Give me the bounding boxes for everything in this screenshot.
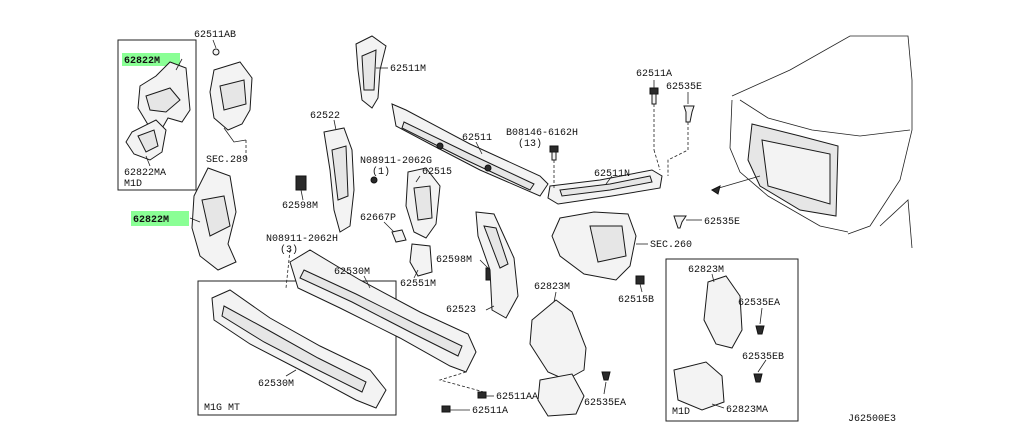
bracket-62667p	[391, 229, 407, 243]
label-62535e-mid: 62535E	[704, 217, 740, 228]
clip-62535ea-box	[755, 325, 765, 335]
diagram-code: J62500E3	[848, 414, 896, 425]
m1d-top-box	[117, 39, 197, 191]
lock-62515	[370, 167, 441, 239]
support-62511n	[547, 169, 663, 205]
clip-62535eb	[753, 373, 763, 383]
label-62511n: 62511N	[594, 169, 630, 180]
label-62523: 62523	[446, 305, 476, 316]
label-62511: 62511	[462, 133, 492, 144]
clip-62598m-left	[295, 175, 307, 191]
clip-62535ea-bottom	[601, 371, 611, 381]
headlamp-sec260	[551, 211, 637, 281]
car-front-illustration	[711, 35, 913, 249]
clip-62535e-mid	[673, 215, 687, 229]
duct-62822ma-top	[125, 119, 167, 161]
label-62551m: 62551M	[400, 279, 436, 290]
bracket-62551m	[409, 243, 433, 277]
screw-08146	[549, 145, 559, 161]
label-62535eb: 62535EB	[742, 352, 784, 363]
label-m1g-mt: M1G MT	[204, 403, 240, 414]
bolt-62515b	[635, 275, 645, 285]
label-62822m-mid: 62822M	[133, 215, 169, 226]
label-62511aa: 62511AA	[496, 392, 538, 403]
m1d-box-right	[665, 258, 799, 422]
bolt-62511a-bottom	[441, 405, 451, 413]
label-62823ma: 62823MA	[726, 405, 768, 416]
bolt-62511a-top	[649, 87, 659, 105]
label-62511a-bottom: 62511A	[472, 406, 508, 417]
label-62822m-top: 62822M	[124, 56, 160, 67]
label-62522: 62522	[310, 111, 340, 122]
label-62511m: 62511M	[390, 64, 426, 75]
label-62598m-left: 62598M	[282, 201, 318, 212]
bolt-62511aa	[477, 391, 487, 399]
label-08146-qty: (13)	[518, 138, 542, 150]
label-62511ab: 62511AB	[194, 30, 236, 41]
label-62667p: 62667P	[360, 213, 396, 224]
support-lower-62530m	[289, 249, 477, 373]
label-62530m-box: 62530M	[258, 379, 294, 390]
label-08911-2062h: N08911-2062H	[266, 234, 338, 245]
duct-62823m-box	[703, 275, 743, 349]
duct-62822m-top	[137, 61, 191, 133]
clip-62535e-top	[683, 105, 695, 123]
highlight-62822m-mid	[131, 211, 189, 226]
label-08911-2062g-qty: (1)	[372, 166, 390, 178]
label-62515: 62515	[422, 167, 452, 178]
support-lower-62530m-mt	[211, 289, 387, 409]
bracket-62511m	[355, 35, 387, 109]
duct-62822m-mid	[191, 167, 237, 271]
label-08911-2062g: N08911-2062G	[360, 156, 432, 167]
label-62535e-top: 62535E	[666, 82, 702, 93]
label-08146-6162h: B08146-6162H	[506, 128, 578, 139]
label-62515b: 62515B	[618, 295, 654, 306]
label-62511a-top: 62511A	[636, 69, 672, 80]
bracket-62522	[323, 127, 355, 233]
bracket-62523	[475, 211, 519, 319]
label-sec260: SEC.260	[650, 240, 692, 251]
label-62823m-box: 62823M	[688, 265, 724, 276]
duct-62823ma	[673, 361, 725, 411]
label-62823m-mid: 62823M	[534, 282, 570, 293]
label-sec289: SEC.289	[206, 155, 248, 166]
label-08911-2062h-qty: (3)	[280, 244, 298, 256]
label-62822ma-top: 62822MA	[124, 168, 166, 179]
label-m1d-top: M1D	[124, 179, 142, 190]
support-upper-62511	[391, 103, 549, 197]
label-62535ea-box: 62535EA	[738, 298, 780, 309]
label-62530m-mid: 62530M	[334, 267, 370, 278]
duct-62823m-mid	[529, 299, 587, 417]
label-62598m-mid: 62598M	[436, 255, 472, 266]
label-62535ea-bottom: 62535EA	[584, 398, 626, 409]
label-m1d-box: M1D	[672, 407, 690, 418]
bracket-62511ab	[209, 48, 253, 143]
highlight-62822m-top	[122, 53, 180, 66]
